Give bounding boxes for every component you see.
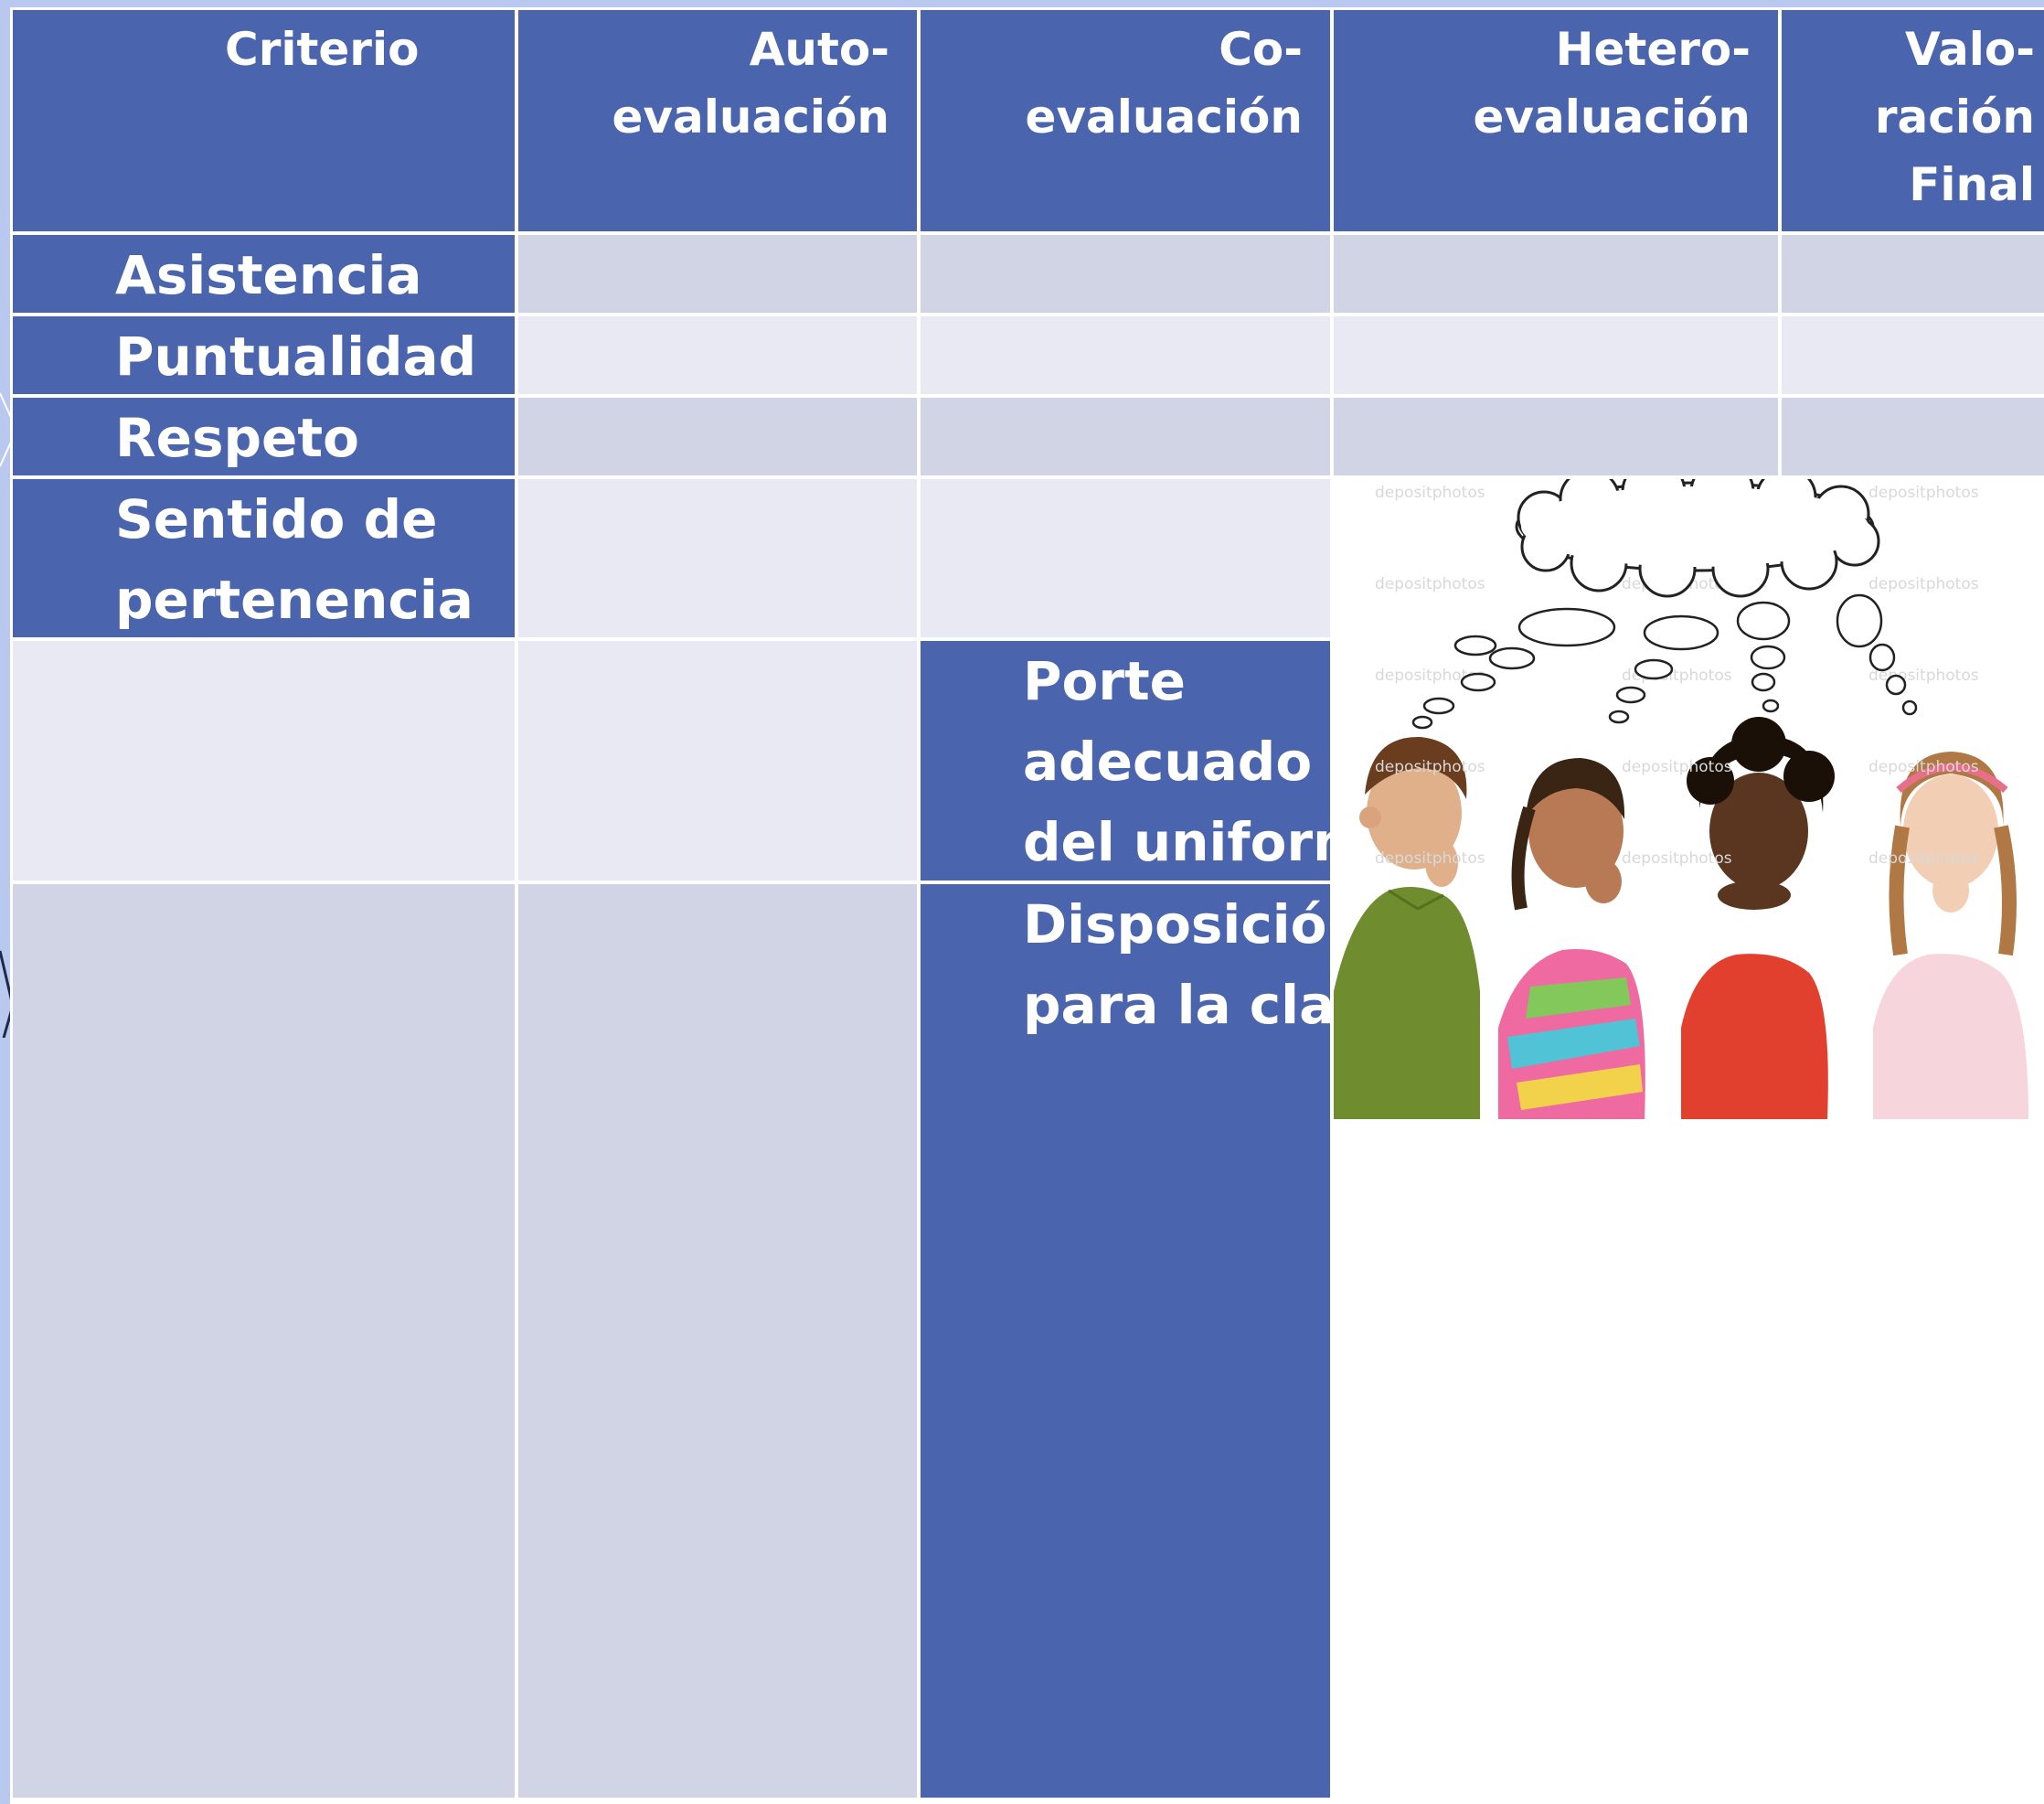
row-label-text: Porte bbox=[1023, 650, 1187, 712]
table-cell[interactable] bbox=[518, 235, 917, 313]
row-label-disposicion-para-la-clase: Disposición para la clase bbox=[921, 884, 1330, 1798]
header-criterio-label: Criterio bbox=[225, 23, 420, 76]
header-coevaluacion-line1: Co- bbox=[1219, 23, 1303, 76]
table-cell[interactable] bbox=[518, 641, 917, 881]
watermark: depositphotos bbox=[1375, 849, 1485, 868]
thinking-children-illustration: depositphotos depositphotos depositphoto… bbox=[1334, 479, 2028, 1119]
header-heteroevaluacion-line2: evaluación bbox=[1473, 91, 1751, 144]
table-cell[interactable] bbox=[518, 316, 917, 394]
watermark: depositphotos bbox=[1622, 758, 1732, 776]
child-1-figure bbox=[1334, 736, 1480, 1119]
header-coevaluacion-line2: evaluación bbox=[1025, 91, 1303, 144]
child-3-figure bbox=[1681, 717, 1835, 1119]
row-label-text: Puntualidad bbox=[115, 326, 477, 388]
table-cell[interactable] bbox=[13, 884, 515, 1798]
row-label-text: del uniforme bbox=[1023, 811, 1330, 873]
row-label-respeto: Respeto bbox=[13, 398, 515, 475]
row-label-text: Sentido de bbox=[115, 488, 438, 550]
row-label-puntualidad: Puntualidad bbox=[13, 316, 515, 394]
table-cell[interactable] bbox=[13, 641, 515, 881]
row-label-text: adecuado bbox=[1023, 731, 1313, 793]
header-heteroevaluacion-line1: Hetero- bbox=[1555, 23, 1751, 76]
evaluation-table: Criterio Auto- evaluación Co- evaluación… bbox=[10, 7, 2044, 1804]
header-criterio: Criterio bbox=[13, 10, 515, 231]
watermark: depositphotos bbox=[1375, 575, 1485, 593]
header-heteroevaluacion: Hetero- evaluación bbox=[1334, 10, 1778, 231]
watermark: depositphotos bbox=[1375, 484, 1485, 502]
row-label-text: Respeto bbox=[115, 407, 359, 469]
row-label-text: para la clase bbox=[1023, 974, 1330, 1036]
table-cell[interactable] bbox=[518, 398, 917, 475]
table-cell[interactable] bbox=[921, 398, 1330, 475]
header-valoracion-line2: ración bbox=[1874, 91, 2035, 144]
child-2-figure bbox=[1498, 758, 1645, 1119]
table-cell[interactable] bbox=[921, 235, 1330, 313]
table-cell[interactable] bbox=[518, 479, 917, 637]
table-cell[interactable] bbox=[518, 884, 917, 1798]
header-valoracion-line3: Final bbox=[1909, 158, 2035, 211]
row-label-sentido-de-pertenencia: Sentido de pertenencia bbox=[13, 479, 515, 637]
header-coevaluacion: Co- evaluación bbox=[921, 10, 1330, 231]
watermark: depositphotos bbox=[1375, 667, 1485, 685]
thinking-children-image: depositphotos depositphotos depositphoto… bbox=[1334, 479, 2044, 1798]
row-label-text: pertenencia bbox=[115, 569, 474, 631]
row-label-text: Disposición bbox=[1023, 893, 1330, 955]
table-cell[interactable] bbox=[1334, 316, 1778, 394]
watermark: depositphotos bbox=[1868, 484, 1979, 502]
header-autoevaluacion-line1: Auto- bbox=[749, 23, 889, 76]
header-autoevaluacion-line2: evaluación bbox=[612, 91, 889, 144]
table-cell[interactable] bbox=[921, 316, 1330, 394]
watermark: depositphotos bbox=[1375, 758, 1485, 776]
table-cell[interactable] bbox=[1782, 235, 2044, 313]
table-cell[interactable] bbox=[1782, 316, 2044, 394]
header-valoracion-final: Valo- ración Final bbox=[1782, 10, 2044, 231]
table-cell[interactable] bbox=[1334, 235, 1778, 313]
row-label-porte-adecuado: Porte adecuado del uniforme bbox=[921, 641, 1330, 881]
watermark: depositphotos bbox=[1868, 575, 1979, 593]
thought-bubbles-icon bbox=[1411, 593, 1918, 730]
header-autoevaluacion: Auto- evaluación bbox=[518, 10, 917, 231]
watermark: depositphotos bbox=[1622, 849, 1732, 868]
row-label-text: Asistencia bbox=[115, 244, 422, 306]
child-4-figure bbox=[1873, 752, 2028, 1119]
watermark: depositphotos bbox=[1868, 849, 1979, 868]
table-cell[interactable] bbox=[1782, 398, 2044, 475]
watermark: depositphotos bbox=[1868, 758, 1979, 776]
header-valoracion-line1: Valo- bbox=[1905, 23, 2035, 76]
table-cell[interactable] bbox=[921, 479, 1330, 637]
row-label-asistencia: Asistencia bbox=[13, 235, 515, 313]
table-cell[interactable] bbox=[1334, 398, 1778, 475]
